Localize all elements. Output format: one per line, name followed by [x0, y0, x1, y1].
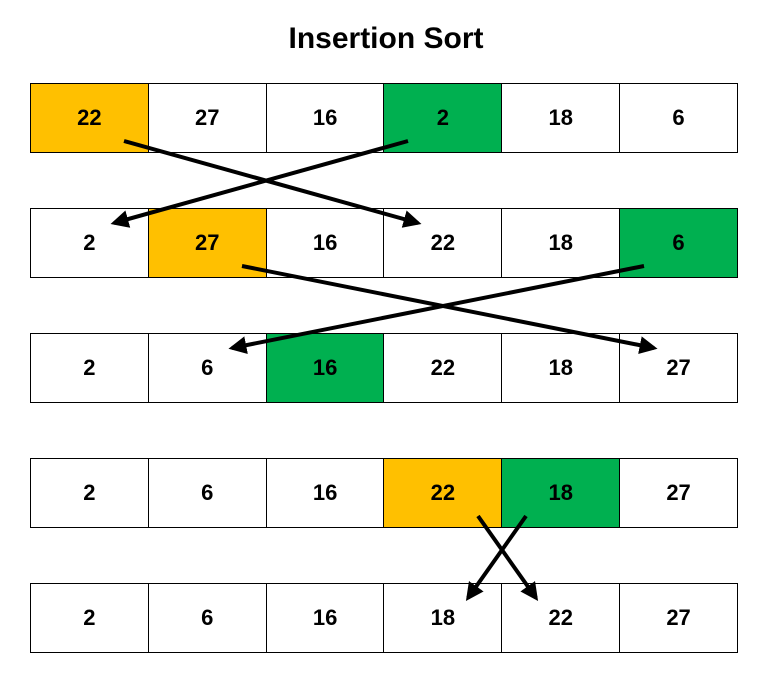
array-cell: 18: [502, 209, 621, 277]
array-cell: 2: [31, 209, 149, 277]
array-cell: 2: [31, 334, 149, 402]
array-cell: 18: [502, 459, 621, 527]
array-cell: 16: [267, 84, 385, 152]
array-cell: 22: [384, 459, 503, 527]
array-row-4: 2 6 16 22 18 27: [30, 458, 738, 528]
array-cell: 2: [31, 459, 149, 527]
array-cell: 2: [384, 84, 503, 152]
array-row-3: 2 6 16 22 18 27: [30, 333, 738, 403]
array-cell: 18: [502, 334, 621, 402]
array-row-2: 2 27 16 22 18 6: [30, 208, 738, 278]
array-cell: 22: [384, 334, 503, 402]
array-cell: 6: [149, 334, 267, 402]
array-cell: 16: [267, 584, 385, 652]
array-cell: 18: [502, 84, 621, 152]
array-cell: 6: [149, 459, 267, 527]
array-cell: 6: [620, 209, 737, 277]
array-row-1: 22 27 16 2 18 6: [30, 83, 738, 153]
array-cell: 22: [502, 584, 621, 652]
array-cell: 22: [384, 209, 503, 277]
array-cell: 16: [267, 459, 385, 527]
array-cell: 27: [666, 605, 691, 630]
array-row-5: 2 6 16 18 22 27: [30, 583, 738, 653]
array-cell: 16: [267, 209, 385, 277]
array-cell: 22: [31, 84, 149, 152]
array-cell: 27: [149, 84, 267, 152]
array-cell: 2: [31, 584, 149, 652]
diagram-title: Insertion Sort: [288, 22, 484, 55]
array-cell: 6: [672, 105, 685, 130]
array-cell: 27: [666, 355, 691, 380]
array-cell: 27: [148, 209, 267, 277]
array-cell: 27: [666, 480, 691, 505]
array-cell: 6: [149, 584, 267, 652]
array-cell: 18: [384, 584, 503, 652]
array-cell: 16: [266, 334, 385, 402]
